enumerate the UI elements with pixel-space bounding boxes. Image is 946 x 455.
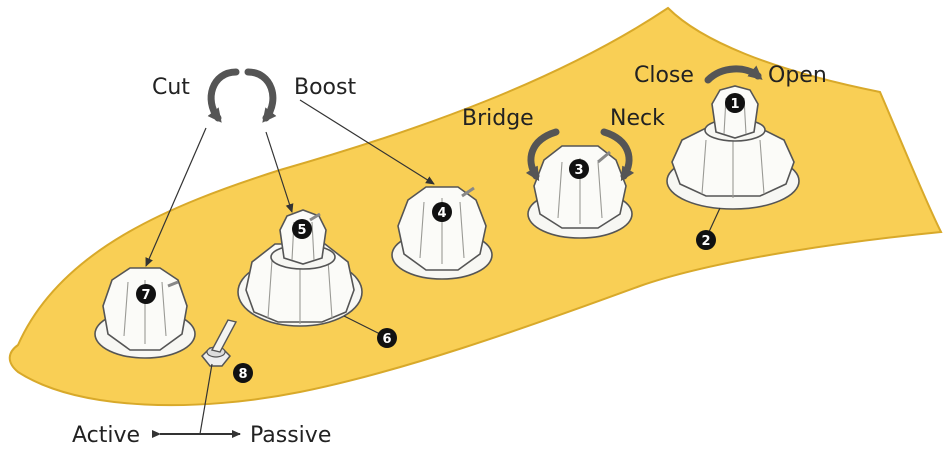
label-passive: Passive — [250, 423, 331, 448]
label-active: Active — [72, 423, 140, 448]
callout-1: 1 — [730, 97, 739, 112]
leader-boost-to-4 — [299, 99, 435, 185]
neck-arrow — [600, 128, 635, 182]
leader-cut-to-7 — [145, 127, 207, 267]
callout-5-badge — [292, 219, 312, 239]
callout-3-badge — [569, 159, 589, 179]
callout-7: 7 — [141, 288, 150, 303]
knob-7[interactable] — [94, 267, 196, 359]
leader-switch — [199, 363, 213, 435]
knob-3[interactable] — [527, 145, 633, 239]
callout-6: 6 — [382, 332, 391, 347]
callout-2: 2 — [701, 234, 710, 249]
cut-arrow — [207, 68, 240, 123]
callout-7-badge — [136, 284, 156, 304]
callout-1-badge — [725, 93, 745, 113]
callout-8-badge — [233, 363, 253, 383]
label-bridge: Bridge — [462, 106, 534, 131]
leader-boost-to-5 — [265, 131, 294, 213]
bridge-arrow — [525, 128, 560, 182]
callout-4-badge — [432, 202, 452, 222]
label-cut: Cut — [152, 75, 190, 100]
leader-2 — [707, 207, 721, 235]
callout-5: 5 — [297, 223, 306, 238]
callout-3: 3 — [574, 163, 583, 178]
label-open: Open — [768, 63, 827, 88]
callout-2-badge — [696, 230, 716, 250]
close-open-arrow — [704, 65, 763, 84]
knob-2[interactable] — [666, 127, 800, 210]
label-close: Close — [634, 63, 694, 88]
callout-8: 8 — [238, 367, 247, 382]
label-boost: Boost — [294, 75, 356, 100]
toggle-switch-8[interactable] — [200, 319, 238, 367]
callout-6-badge — [377, 328, 397, 348]
callout-4: 4 — [437, 206, 446, 221]
boost-arrow — [244, 68, 277, 123]
label-neck: Neck — [610, 106, 665, 131]
leader-6 — [343, 315, 381, 335]
knob-6[interactable] — [237, 243, 363, 327]
knob-4[interactable] — [391, 186, 493, 280]
